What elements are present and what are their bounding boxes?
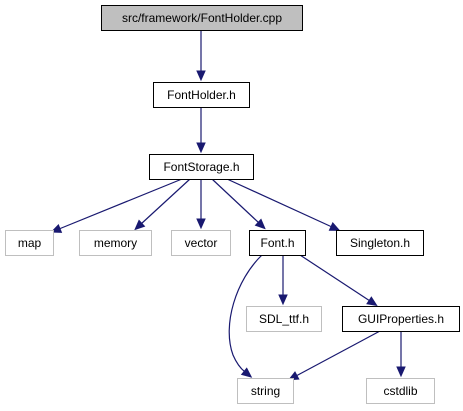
edge-fontstorage-h-to-font-h-line	[211, 178, 260, 224]
node-cstdlib: cstdlib	[366, 378, 435, 404]
edge-fontholder-h-to-fontstorage-h	[196, 107, 206, 154]
node-sdl-ttf-h-box	[246, 306, 322, 332]
node-fontholder-h[interactable]: FontHolder.h	[153, 82, 250, 108]
node-fontholder-h-label: FontHolder.h	[167, 88, 236, 102]
node-vector-box	[171, 230, 231, 256]
node-sdl-ttf-h-label: SDL_ttf.h	[259, 312, 309, 326]
node-singleton-h[interactable]: Singleton.h	[336, 230, 424, 256]
node-font-h-label: Font.h	[260, 236, 294, 250]
node-font-h-box	[249, 230, 306, 256]
edge-font-h-to-sdl-ttf-h	[278, 255, 288, 306]
edge-font-h-to-guiproperties-h-line	[299, 254, 371, 302]
node-map-label: map	[18, 236, 42, 250]
node-singleton-h-label: Singleton.h	[350, 236, 410, 250]
edge-fontstorage-h-to-singleton-h	[226, 178, 341, 231]
edge-guiproperties-h-to-string-line	[295, 330, 381, 377]
edge-font-h-to-string-arrowhead	[240, 367, 253, 378]
edge-guiproperties-h-to-cstdlib	[396, 331, 406, 378]
edge-fontholder-h-to-fontstorage-h-arrowhead	[196, 142, 206, 154]
node-cstdlib-label: cstdlib	[383, 384, 417, 398]
node-guiproperties-h-label: GUIProperties.h	[358, 312, 444, 326]
edge-fontstorage-h-to-font-h-arrowhead	[254, 218, 266, 230]
node-sdl-ttf-h: SDL_ttf.h	[246, 306, 322, 332]
node-string: string	[237, 378, 294, 404]
node-guiproperties-h[interactable]: GUIProperties.h	[342, 306, 460, 332]
edge-fontstorage-h-to-map-arrowhead	[50, 224, 63, 233]
nodes-layer: src/framework/FontHolder.cppFontHolder.h…	[5, 5, 460, 404]
node-string-box	[237, 378, 294, 404]
node-vector-label: vector	[185, 236, 218, 250]
edge-font-h-to-guiproperties-h	[299, 254, 378, 307]
node-fontstorage-h-label: FontStorage.h	[163, 160, 239, 174]
edge-fontstorage-h-to-singleton-h-arrowhead	[328, 222, 341, 231]
edge-fontholder-cpp-to-fontholder-h	[196, 30, 206, 82]
edge-font-h-to-string-line	[228, 254, 263, 373]
edge-guiproperties-h-to-cstdlib-arrowhead	[396, 366, 406, 378]
edge-fontstorage-h-to-font-h	[211, 178, 266, 230]
edge-fontstorage-h-to-vector	[196, 179, 206, 230]
edges-layer	[50, 30, 406, 381]
edge-fontholder-cpp-to-fontholder-h-arrowhead	[196, 70, 206, 82]
edge-guiproperties-h-to-string	[287, 330, 381, 381]
node-fontholder-h-box	[153, 82, 250, 108]
node-string-label: string	[251, 384, 280, 398]
node-guiproperties-h-box	[342, 306, 460, 332]
edge-font-h-to-sdl-ttf-h-arrowhead	[278, 294, 288, 306]
node-cstdlib-box	[366, 378, 435, 404]
edge-font-h-to-guiproperties-h-arrowhead	[366, 296, 378, 307]
edge-font-h-to-string	[228, 254, 263, 378]
node-memory: memory	[79, 230, 152, 256]
node-map-box	[5, 230, 54, 256]
node-fontholder-cpp-box	[101, 5, 303, 31]
node-fontstorage-h-box	[149, 154, 254, 180]
edge-fontstorage-h-to-singleton-h-line	[226, 178, 333, 228]
node-fontstorage-h[interactable]: FontStorage.h	[149, 154, 254, 180]
node-singleton-h-box	[336, 230, 424, 256]
node-memory-label: memory	[94, 236, 137, 250]
edge-fontstorage-h-to-memory-arrowhead	[134, 219, 146, 231]
node-font-h[interactable]: Font.h	[249, 230, 306, 256]
node-fontholder-cpp-label: src/framework/FontHolder.cpp	[122, 11, 282, 25]
edge-fontstorage-h-to-map	[50, 178, 183, 233]
node-memory-box	[79, 230, 152, 256]
edge-fontstorage-h-to-memory	[134, 178, 191, 231]
edge-fontstorage-h-to-vector-arrowhead	[196, 218, 206, 230]
edge-fontstorage-h-to-memory-line	[140, 178, 191, 225]
node-map: map	[5, 230, 54, 256]
edge-fontstorage-h-to-map-line	[58, 178, 183, 230]
node-vector: vector	[171, 230, 231, 256]
node-fontholder-cpp[interactable]: src/framework/FontHolder.cpp	[101, 5, 303, 31]
